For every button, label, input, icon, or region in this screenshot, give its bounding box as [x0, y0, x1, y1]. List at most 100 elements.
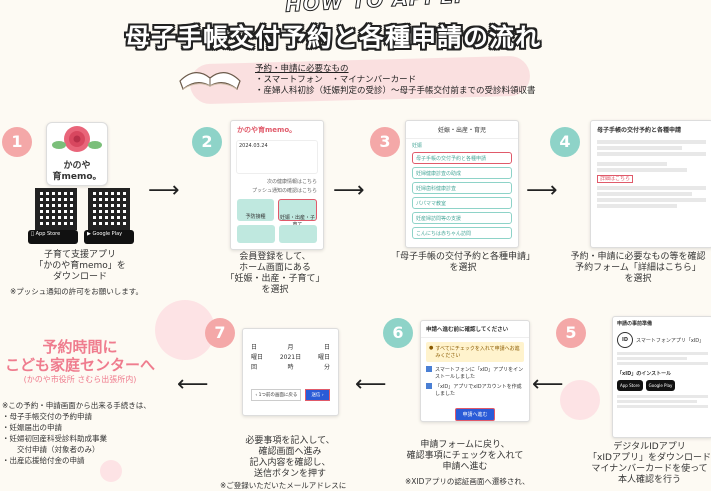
step-6-caption: 申請フォームに戻り、 確認事項にチェックを入れて 申請へ進む	[395, 440, 535, 473]
xid-app-name: スマートフォンアプリ「xID」	[636, 337, 705, 344]
xid-title: 申請の事前準備	[617, 321, 653, 327]
phone-screen-xid: 申請の事前準備 ID スマートフォンアプリ「xID」 「xID」のインストール …	[612, 316, 711, 438]
back-button[interactable]: ‹ 1つ前の画面に戻る	[251, 389, 302, 401]
arrow-left-icon: ⟵	[355, 372, 387, 397]
reservation-title-line2: こども家庭センターへ	[4, 356, 155, 374]
caption-line: 「かのや育memo」を	[34, 261, 126, 271]
home-tile-vaccination[interactable]: 予防接種	[237, 199, 274, 221]
xid-logo-icon: ID	[617, 332, 633, 348]
reservation-title-line1: 予約時間に	[42, 338, 118, 356]
submit-button[interactable]: 送信 ›	[305, 389, 330, 401]
home-tile-pregnancy[interactable]: 妊娠・出産・子育て	[278, 199, 317, 228]
checkbox-xid-installed[interactable]	[426, 366, 432, 372]
menu-item[interactable]: 妊婦健康診査の助成	[412, 167, 512, 179]
step-5-caption: デジタルIDアプリ 「xIDアプリ」をダウンロード マイナンバーカードを使って …	[588, 442, 711, 486]
checkbox-label: スマートフォンに「xID」アプリをインストールしました	[435, 367, 524, 380]
step-4-caption: 予約・申請に必要なもの等を確認 予約フォーム「詳細はこちら」 を選択	[565, 252, 711, 285]
caption-line: ダウンロード	[52, 272, 107, 282]
step-7-note: ※ご登録いただいたメールアドレスに	[220, 481, 347, 490]
xid-install-heading: 「xID」のインストール	[617, 371, 672, 377]
requirements-box: 予約・申請に必要なもの ・スマートフォン ・マイナンバーカード ・産婦人科初診（…	[255, 64, 536, 97]
menu-item[interactable]: こんにちは赤ちゃん訪問	[412, 227, 512, 239]
caption-line: 確認事項にチェックを入れて	[406, 451, 524, 461]
requirements-item: ・産婦人科初診（妊娠判定の受診）〜母子手帳交付前までの受診料領収書	[255, 86, 536, 96]
chevron-right-icon: ›	[321, 393, 324, 398]
googleplay-badge[interactable]: ▶ Google Play	[84, 230, 134, 244]
procedure-item: ・妊娠届出の申請	[2, 423, 62, 432]
appstore-qr-code	[35, 188, 77, 230]
caption-line: 「xIDアプリ」をダウンロード	[588, 453, 711, 463]
book-icon	[179, 72, 241, 90]
caption-line: ホーム画面にある	[239, 263, 311, 273]
menu-item[interactable]: 妊産婦訪問等の支援	[412, 212, 512, 224]
menu-item-mch-booking[interactable]: 母子手帳の交付予約と各種申請	[412, 152, 512, 164]
detail-link[interactable]: 詳細はこちら	[597, 175, 634, 183]
step-3-caption: 「母子手帳の交付予約と各種申請」 を選択	[378, 252, 548, 274]
caption-line: マイナンバーカードを使って	[591, 464, 708, 474]
play-icon: ▶	[87, 231, 91, 237]
appstore-label: App Store	[31, 231, 61, 237]
app-name-line1: かのや	[63, 161, 91, 171]
confirm-warning: すべてにチェックを入れて申請へお進みください	[435, 346, 520, 359]
phone-screen-home: かのや育memo。 2024.03.24 次の健康情報はこちら プッシュ通知の確…	[230, 120, 324, 250]
decorative-circle	[100, 460, 122, 482]
menu-section: 妊娠	[412, 143, 423, 149]
menu-item[interactable]: 妊婦歯科健康診査	[412, 182, 512, 194]
step-1-note: ※プッシュ通知の許可をお願いします。	[10, 287, 144, 296]
home-app-title: かのや育memo。	[237, 126, 297, 134]
menu-item[interactable]: パパママ教室	[412, 197, 512, 209]
menu-item-label: 妊婦歯科健康診査	[416, 186, 457, 192]
arrow-left-icon: ⟵	[532, 372, 564, 397]
menu-item-label: こんにちは赤ちゃん訪問	[416, 231, 472, 237]
checkbox-xid-account[interactable]	[426, 383, 432, 389]
app-icon[interactable]: かのや 育memo。	[46, 122, 108, 186]
caption-line: 会員登録をして、	[239, 252, 311, 262]
caption-line: を選択	[449, 263, 477, 273]
home-tile[interactable]	[279, 225, 317, 243]
caption-line: デジタルIDアプリ	[613, 442, 686, 452]
xid-appstore-badge[interactable]: App Store	[617, 380, 643, 391]
procedure-item: ・妊婦初回産科受診料助成事業	[2, 434, 107, 443]
submit-button-label: 送信	[311, 393, 321, 398]
procedure-item: 交付申請（対象者のみ）	[2, 445, 100, 454]
warning-icon: ●	[429, 345, 434, 351]
xid-googleplay-badge[interactable]: Google Play	[645, 380, 676, 391]
menu-item-label: パパママ教室	[416, 201, 447, 207]
home-link-push[interactable]: プッシュ通知の確認はこちら	[251, 188, 317, 194]
procedure-item: ・母子手帳交付の予約申請	[2, 412, 92, 421]
arrow-left-icon: ⟵	[177, 372, 209, 397]
form-cell: 日	[323, 344, 330, 351]
form-cell: 曜日	[251, 354, 264, 361]
phone-screen-info: 母子手帳の交付予約と各種申請 詳細はこちら	[590, 120, 711, 248]
step-4-badge: 4	[550, 127, 580, 157]
home-link-health[interactable]: 次の健康情報はこちら	[266, 179, 317, 185]
procedures-list: ※この予約・申請画面から出来る手続きは、 ・母子手帳交付の予約申請 ・妊娠届出の…	[2, 400, 151, 466]
apple-icon: 	[31, 231, 34, 237]
arrow-right-icon: ⟶	[148, 178, 180, 203]
howto-heading: HOW TO APPLY	[284, 0, 467, 17]
reservation-location: (かのや市役所 さむら出張所内)	[23, 375, 137, 384]
step-2-badge: 2	[192, 127, 222, 157]
form-cell: 日	[251, 344, 258, 351]
caption-line: 送信ボタンを押す	[253, 469, 326, 479]
form-cell: 分	[323, 364, 330, 371]
proceed-button[interactable]: 申請へ進む	[455, 408, 495, 421]
step-3-badge: 3	[370, 127, 400, 157]
caption-line: 予約フォーム「詳細はこちら」	[575, 263, 701, 273]
googleplay-qr-code	[88, 188, 130, 230]
form-cell: 回	[251, 364, 258, 371]
home-tile[interactable]	[237, 225, 275, 243]
step-7-badge: 7	[205, 318, 235, 348]
checkbox-label: 「xID」アプリでxIDアカウントを作成しました	[435, 384, 522, 397]
phone-screen-confirm: 申請へ進む前に確認してください ● すべてにチェックを入れて申請へお進みください…	[420, 320, 530, 422]
caption-line: を選択	[261, 285, 289, 295]
appstore-badge[interactable]:  App Store	[28, 230, 78, 244]
phone-screen-menu: 妊娠・出産・育児 妊娠 母子手帳の交付予約と各種申請 妊婦健康診査の助成 妊婦歯…	[405, 120, 519, 248]
confirm-title: 申請へ進む前に確認してください	[421, 321, 529, 338]
caption-line: 子育て支援アプリ	[43, 250, 116, 260]
step-6-note: ※XIDアプリの認証画面へ遷移され、	[405, 477, 530, 486]
back-button-label: 1つ前の画面に戻る	[258, 393, 298, 398]
arrow-right-icon: ⟶	[333, 178, 365, 203]
step-1-badge: 1	[2, 127, 32, 157]
